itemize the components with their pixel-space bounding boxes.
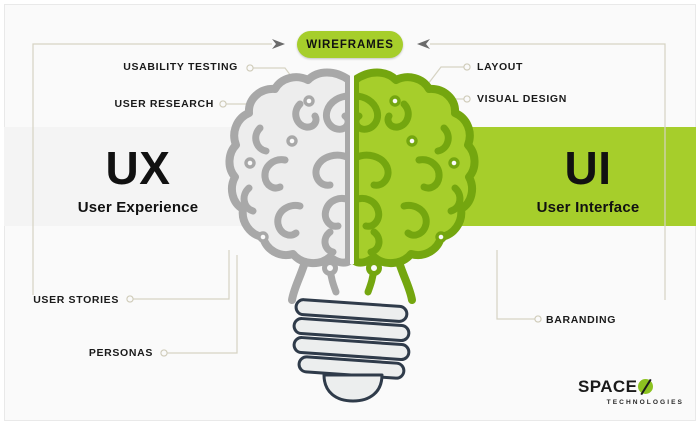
ux-heading: UX xyxy=(105,142,171,194)
space-technologies-logo: SPACE TECHNOLOGIES xyxy=(578,378,684,412)
ui-item-branding: BARANDING xyxy=(546,314,617,326)
connector-rails xyxy=(32,43,666,300)
ux-item-user-stories: USER STORIES xyxy=(33,294,119,306)
logo-o-icon xyxy=(638,379,654,394)
ux-heading-block: UX User Experience xyxy=(38,145,238,215)
logo-name: SPACE xyxy=(578,377,638,396)
arrow-left-to-badge xyxy=(272,39,285,49)
brain-right-hemisphere xyxy=(351,68,479,304)
ui-subheading: User Interface xyxy=(536,199,640,216)
ux-subheading: User Experience xyxy=(77,199,199,216)
wireframes-badge[interactable]: WIREFRAMES xyxy=(297,31,403,58)
brain-center-seam xyxy=(350,74,354,264)
brain-left-hemisphere xyxy=(225,68,353,304)
ux-item-personas: PERSONAS xyxy=(88,347,153,359)
wireframes-badge-label: WIREFRAMES xyxy=(306,38,394,51)
ui-heading: UI xyxy=(564,142,612,194)
leader-node-dots xyxy=(126,63,542,357)
logo-tagline: TECHNOLOGIES xyxy=(606,399,684,406)
ux-item-usability-testing: USABILITY TESTING xyxy=(123,61,238,73)
ux-item-user-research: USER RESEARCH xyxy=(114,98,214,110)
lightbulb-cfl xyxy=(292,298,411,403)
ui-item-visual-design: VISUAL DESIGN xyxy=(477,93,567,105)
ui-heading-block: UI User Interface xyxy=(488,145,688,215)
ui-item-layout: LAYOUT xyxy=(477,61,524,73)
logo-wordmark: SPACE xyxy=(578,378,684,395)
arrow-right-to-badge xyxy=(417,39,430,49)
